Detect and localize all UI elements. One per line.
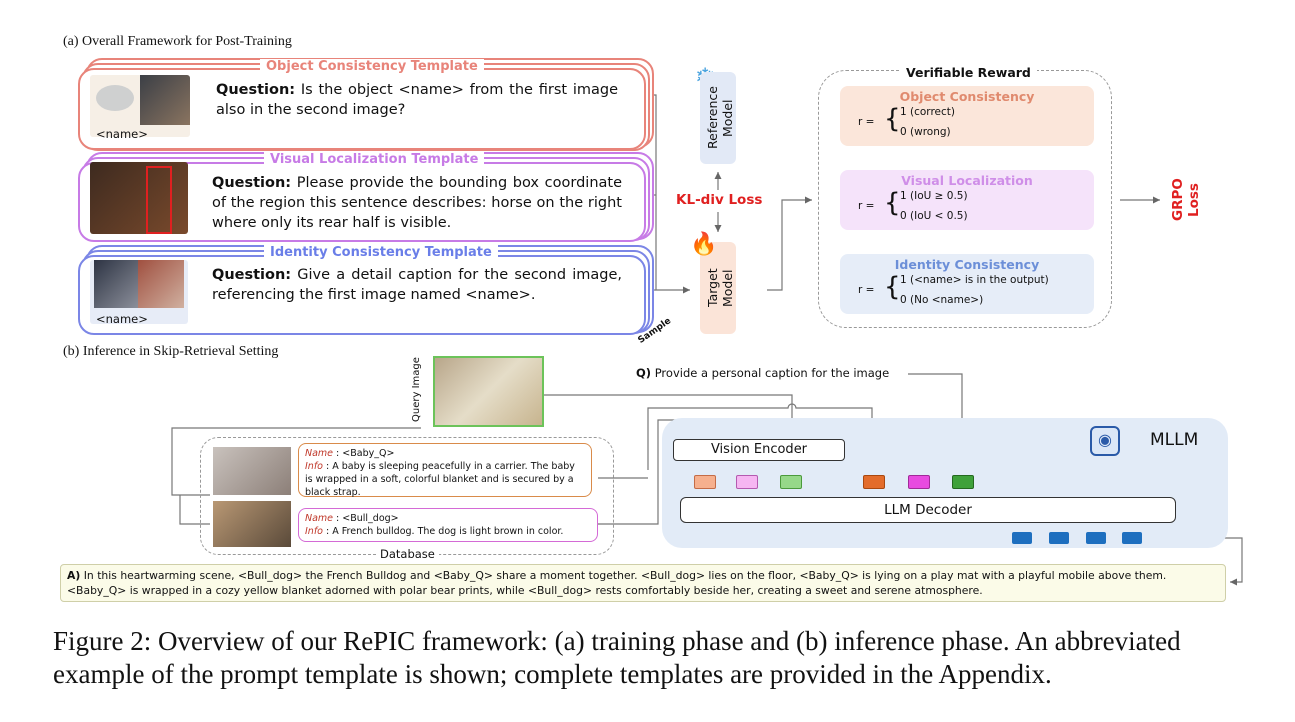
image-token xyxy=(780,475,802,489)
question-prefix: Question: xyxy=(216,82,296,98)
verifiable-reward-title: Verifiable Reward xyxy=(900,65,1037,80)
entry-name: <Baby_Q> xyxy=(342,448,395,459)
database-entry-baby: Name : <Baby_Q> Info : A baby is sleepin… xyxy=(298,443,592,498)
question-text: Is the object <name> from the first imag… xyxy=(216,82,618,118)
brace-icon: { xyxy=(884,272,901,302)
vision-encoder: Vision Encoder xyxy=(673,439,845,461)
object-images xyxy=(90,75,190,137)
grpo-loss-label: GRPO Loss xyxy=(1170,178,1202,222)
target-model-label: Target Model xyxy=(705,268,735,308)
entry-name-key: Name xyxy=(305,513,334,524)
query-image xyxy=(433,356,544,427)
question-prefix: Question: xyxy=(212,175,292,191)
reward-r: r = xyxy=(858,116,875,128)
question-b: Q) Provide a personal caption for the im… xyxy=(636,366,889,380)
llm-decoder: LLM Decoder xyxy=(680,497,1176,523)
output-token xyxy=(1049,532,1069,544)
reward-case0: 0 (No <name>) xyxy=(900,294,984,306)
question-token xyxy=(952,475,974,489)
database-token xyxy=(908,475,930,489)
question-text: Give a detail caption for the second ima… xyxy=(212,267,623,303)
reward-visual-localization: Visual Localization r = { 1 (IoU ≥ 0.5) … xyxy=(840,170,1094,230)
horse-image xyxy=(90,162,188,234)
target-model-box: Target Model xyxy=(700,242,736,334)
question-b-prefix: Q) xyxy=(636,366,652,380)
image-token xyxy=(736,475,758,489)
answer-text: In this heartwarming scene, <Bull_dog> t… xyxy=(67,569,1167,597)
baby-image xyxy=(213,447,291,495)
image-token xyxy=(694,475,716,489)
brace-icon: { xyxy=(884,188,901,218)
reward-case1: 1 (IoU ≥ 0.5) xyxy=(900,190,968,202)
reward-title: Object Consistency xyxy=(899,89,1035,104)
reward-title: Identity Consistency xyxy=(894,257,1040,272)
reward-object-consistency: Object Consistency r = { 1 (correct) 0 (… xyxy=(840,86,1094,146)
database-entry-bulldog: Name : <Bull_dog> Info : A French bulldo… xyxy=(298,508,598,542)
question-text: Please provide the bounding box coordina… xyxy=(212,175,623,231)
entry-info: A baby is sleeping peacefully in a carri… xyxy=(305,461,575,498)
entry-info-key: Info xyxy=(305,461,323,472)
section-b-label: (b) Inference in Skip-Retrieval Setting xyxy=(63,344,279,359)
mllm-label: MLLM xyxy=(1150,430,1199,450)
template-title: Identity Consistency Template xyxy=(264,245,498,260)
output-token xyxy=(1122,532,1142,544)
bulldog-image xyxy=(213,501,291,547)
question-b-text: Provide a personal caption for the image xyxy=(654,366,890,380)
database-label: Database xyxy=(376,547,439,561)
reward-identity-consistency: Identity Consistency r = { 1 (<name> is … xyxy=(840,254,1094,314)
reward-case0: 0 (IoU < 0.5) xyxy=(900,210,968,222)
fire-icon: 🔥 xyxy=(690,232,718,257)
reward-case0: 0 (wrong) xyxy=(900,126,951,138)
entry-info: A French bulldog. The dog is light brown… xyxy=(332,526,564,537)
template-title: Object Consistency Template xyxy=(260,59,484,74)
figure-caption: Figure 2: Overview of our RePIC framewor… xyxy=(53,626,1181,689)
template-title: Visual Localization Template xyxy=(264,152,485,167)
query-image-label: Query Image xyxy=(411,357,422,423)
section-a-label: (a) Overall Framework for Post-Training xyxy=(63,34,292,49)
answer-box: A) In this heartwarming scene, <Bull_dog… xyxy=(60,564,1226,602)
output-token xyxy=(1012,532,1032,544)
database-token xyxy=(863,475,885,489)
question-prefix: Question: xyxy=(212,267,292,283)
reward-r: r = xyxy=(858,200,875,212)
entry-name: <Bull_dog> xyxy=(342,513,399,524)
entry-info-key: Info xyxy=(305,526,323,537)
identity-images xyxy=(90,260,188,324)
answer-prefix: A) xyxy=(67,569,81,582)
reward-case1: 1 (correct) xyxy=(900,106,955,118)
name-tag: <name> xyxy=(96,312,148,326)
reward-title: Visual Localization xyxy=(901,173,1033,188)
entry-name-key: Name xyxy=(305,448,334,459)
robot-icon: ◉ xyxy=(1090,426,1120,456)
brace-icon: { xyxy=(884,104,901,134)
reference-model-label: Reference Model xyxy=(705,86,735,150)
kl-loss-label: KL-div Loss xyxy=(676,192,763,208)
reference-model-box: Reference Model xyxy=(700,72,736,164)
output-token xyxy=(1086,532,1106,544)
name-tag: <name> xyxy=(96,127,148,141)
reward-case1: 1 (<name> is in the output) xyxy=(900,274,1049,286)
reward-r: r = xyxy=(858,284,875,296)
